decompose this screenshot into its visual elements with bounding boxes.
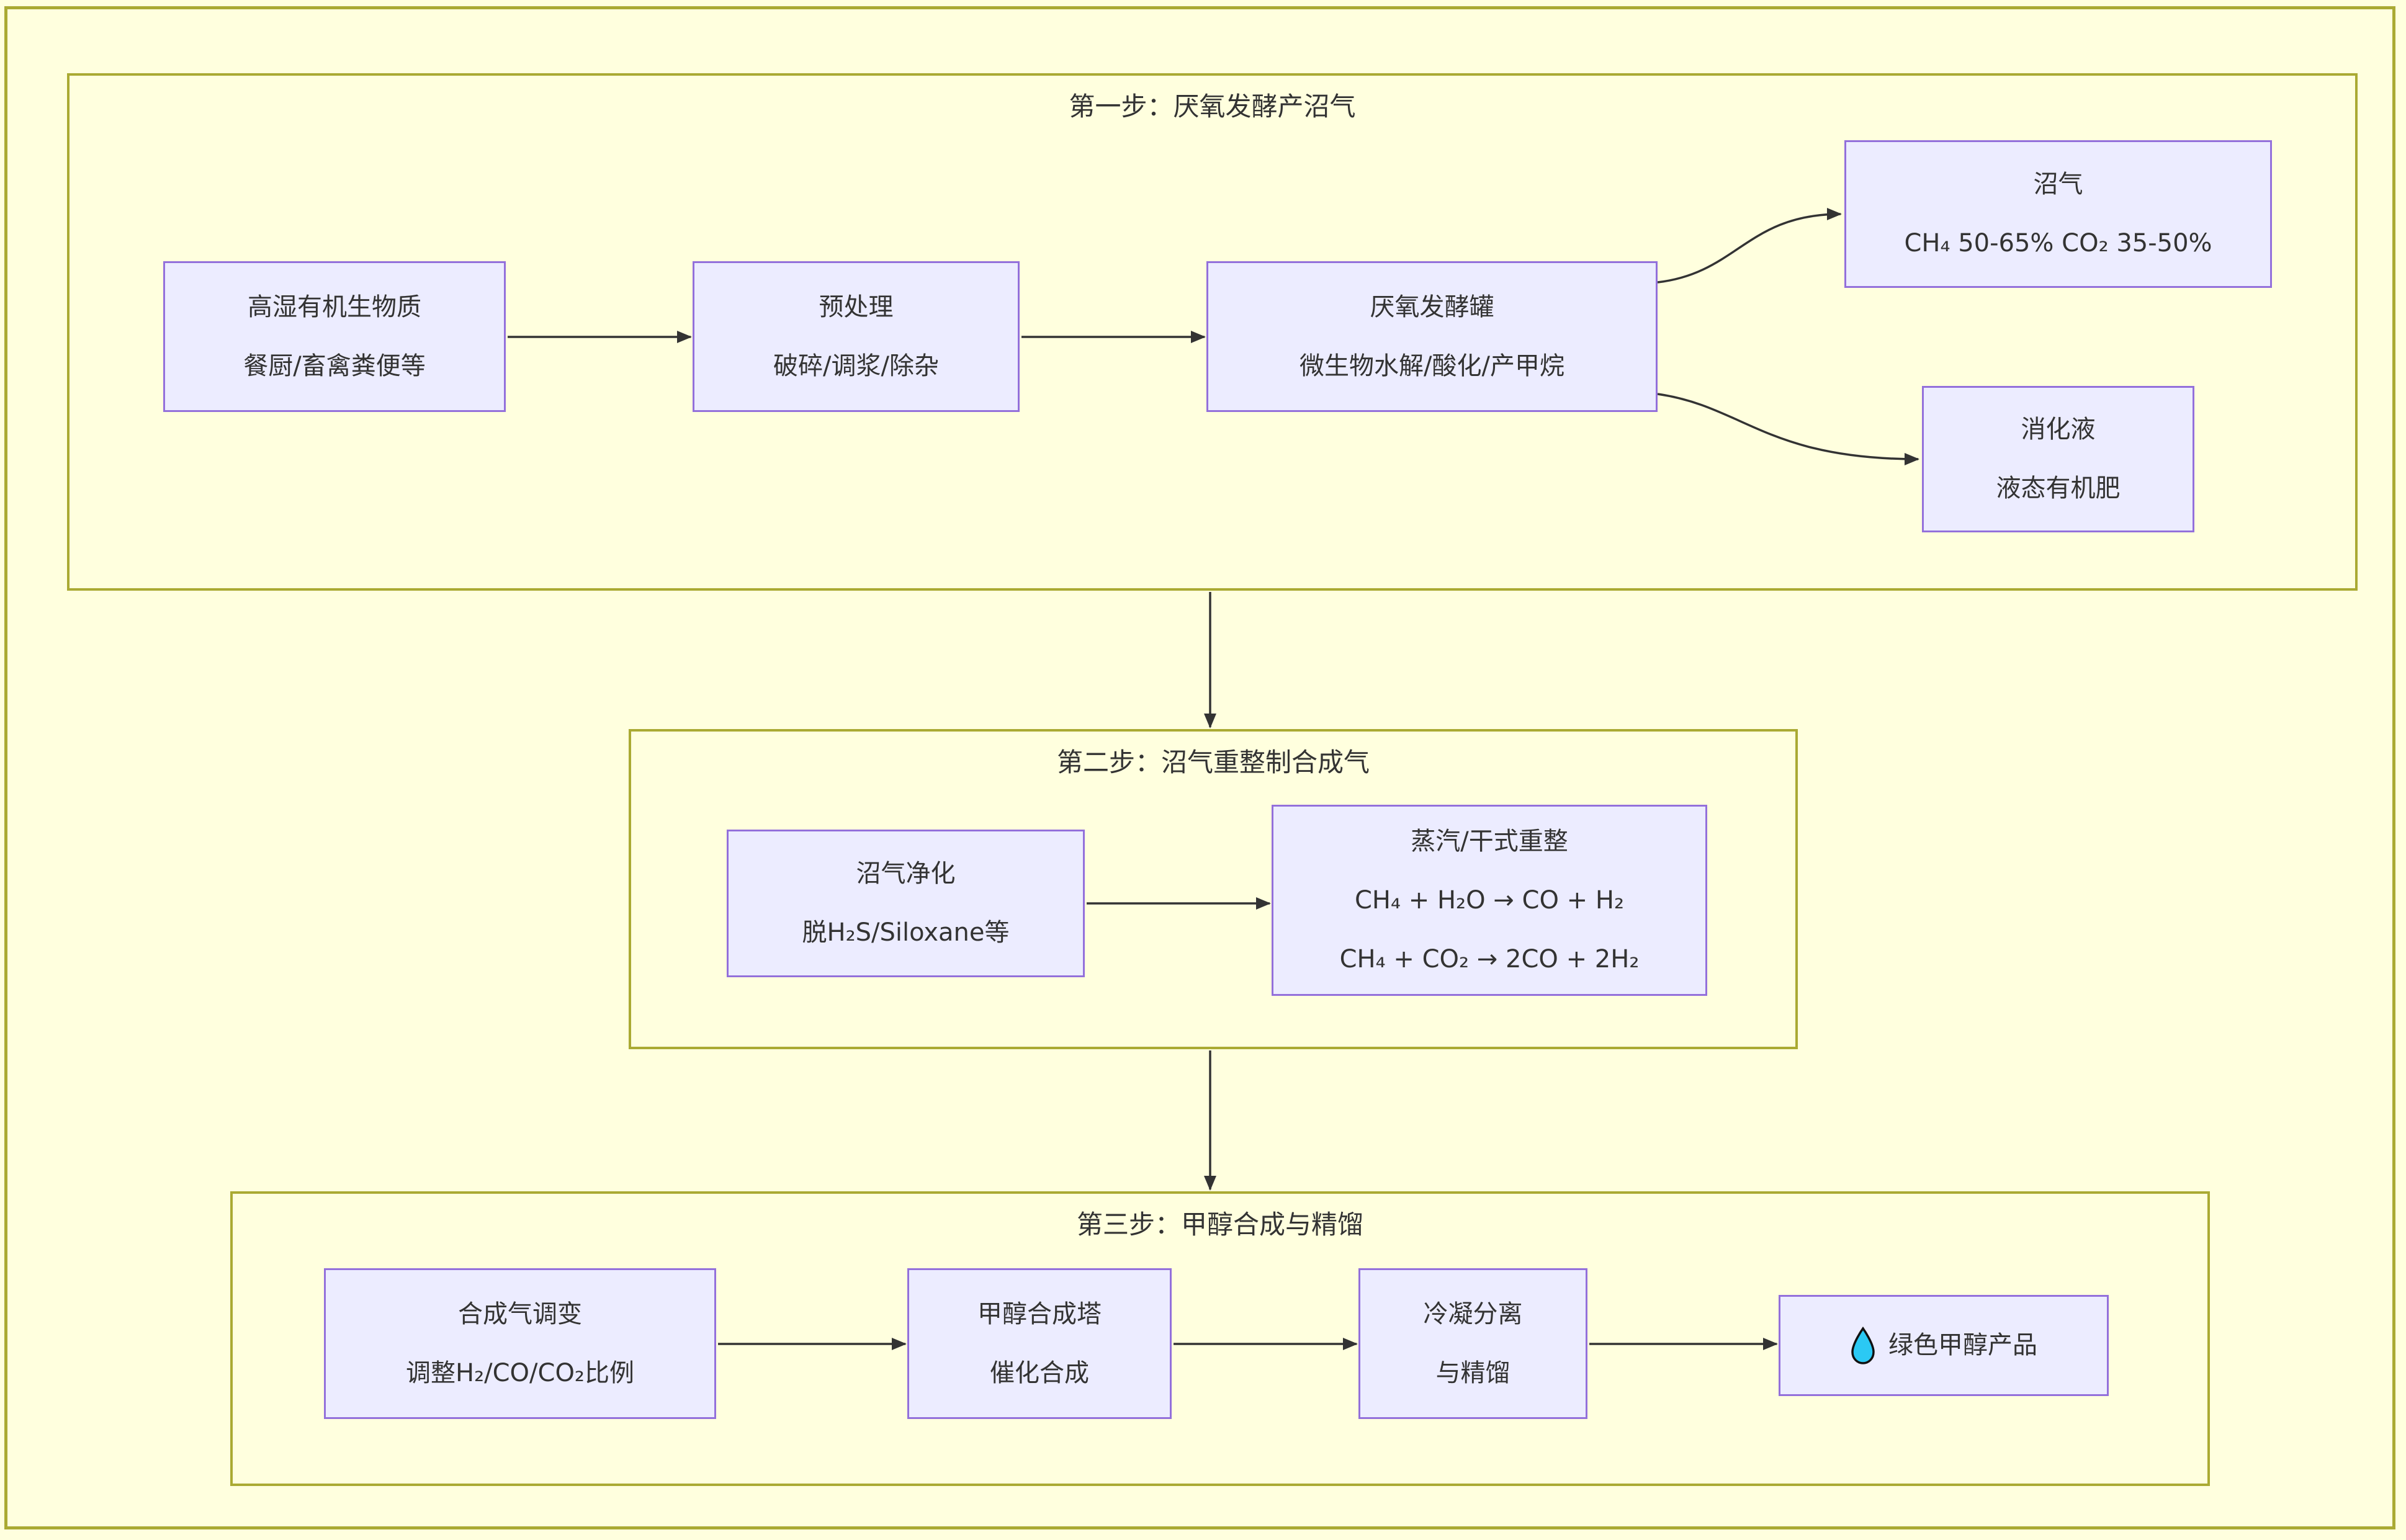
node-label: 消化液: [2021, 415, 2096, 444]
node-label: 预处理: [819, 292, 894, 321]
node-label: 蒸汽/干式重整: [1411, 826, 1568, 856]
node-pretreatment: 预处理 破碎/调浆/除杂: [693, 261, 1020, 412]
node-label: 沼气净化: [856, 859, 956, 888]
node-condensation-distillation: 冷凝分离 与精馏: [1358, 1268, 1587, 1419]
node-sublabel: 破碎/调浆/除杂: [773, 351, 939, 380]
node-equation-2: CH₄ + CO₂ → 2CO + 2H₂: [1339, 944, 1640, 974]
node-label: 合成气调变: [458, 1299, 582, 1328]
section-step1-anaerobic-fermentation: 第一步：厌氧发酵产沼气: [67, 73, 2358, 591]
section-step2-title: 第二步：沼气重整制合成气: [1056, 747, 1370, 777]
node-label: 冷凝分离: [1423, 1299, 1523, 1328]
node-equation-1: CH₄ + H₂O → CO + H₂: [1354, 885, 1624, 915]
node-biogas: 沼气 CH₄ 50-65% CO₂ 35-50%: [1844, 140, 2272, 288]
node-label: 绿色甲醇产品: [1888, 1331, 2037, 1359]
arrow-digester-to-biogas: [1657, 208, 1842, 284]
node-digestate: 消化液 液态有机肥: [1922, 386, 2194, 532]
node-label: 厌氧发酵罐: [1370, 292, 1494, 321]
node-sublabel: 与精馏: [1435, 1358, 1510, 1387]
section-step2-biogas-reforming: 第二步：沼气重整制合成气: [629, 729, 1798, 1049]
node-steam-dry-reforming: 蒸汽/干式重整 CH₄ + H₂O → CO + H₂ CH₄ + CO₂ → …: [1272, 805, 1707, 996]
node-syngas-conditioning: 合成气调变 调整H₂/CO/CO₂比例: [324, 1268, 716, 1419]
node-label: 沼气: [2033, 170, 2083, 199]
node-sublabel: 调整H₂/CO/CO₂比例: [406, 1358, 634, 1387]
node-methanol-synthesis-tower: 甲醇合成塔 催化合成: [907, 1268, 1172, 1419]
node-label: 甲醇合成塔: [977, 1299, 1102, 1328]
diagram-outer-frame: [4, 6, 2395, 1529]
node-sublabel: CH₄ 50-65% CO₂ 35-50%: [1904, 229, 2212, 257]
node-sublabel: 脱H₂S/Siloxane等: [802, 918, 1010, 947]
node-biogas-purification: 沼气净化 脱H₂S/Siloxane等: [727, 830, 1085, 977]
node-anaerobic-digester: 厌氧发酵罐 微生物水解/酸化/产甲烷: [1206, 261, 1658, 412]
section-step3-methanol-synthesis: 第三步：甲醇合成与精馏: [230, 1191, 2210, 1486]
node-sublabel: 餐厨/畜禽粪便等: [243, 351, 426, 380]
node-sublabel: 微生物水解/酸化/产甲烷: [1300, 351, 1564, 380]
droplet-icon: [1850, 1326, 1876, 1365]
node-sublabel: 液态有机肥: [1996, 474, 2121, 503]
node-label: 高湿有机生物质: [248, 292, 421, 321]
node-green-methanol-product: 绿色甲醇产品: [1779, 1295, 2109, 1396]
section-step1-title: 第一步：厌氧发酵产沼气: [1069, 91, 1356, 122]
node-high-moisture-biomass: 高湿有机生物质 餐厨/畜禽粪便等: [163, 261, 506, 412]
section-step3-title: 第三步：甲醇合成与精馏: [1076, 1209, 1364, 1240]
arrow-digester-to-digestate: [1657, 393, 1919, 465]
node-sublabel: 催化合成: [990, 1358, 1089, 1387]
